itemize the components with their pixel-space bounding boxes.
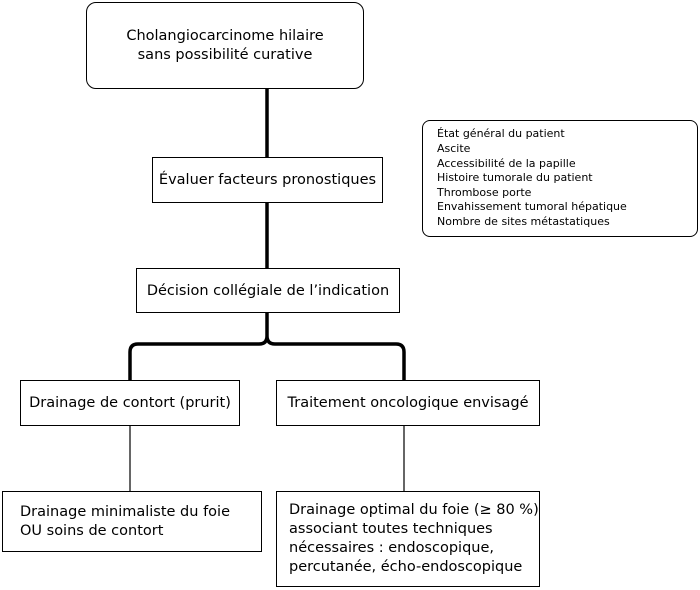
minimal-drainage-box: Drainage minimaliste du foie OU soins de… bbox=[2, 491, 262, 552]
title-line-2: sans possibilité curative bbox=[137, 46, 313, 63]
factor-item: Envahissement tumoral hépatique bbox=[437, 200, 627, 214]
factor-item: Thrombose porte bbox=[437, 185, 532, 199]
factor-item: Nombre de sites métastatiques bbox=[437, 214, 610, 228]
decision-label: Décision collégiale de l’indication bbox=[146, 282, 390, 299]
optimal-drainage-box: Drainage optimal du foie (≥ 80 %) associ… bbox=[276, 491, 540, 587]
optimal-drainage-line-4: percutanée, écho-endoscopique bbox=[289, 559, 523, 575]
comfort-drainage-box: Drainage de contort (prurit) bbox=[20, 380, 240, 426]
oncology-treatment-box: Traitement oncologique envisagé bbox=[276, 380, 540, 426]
optimal-drainage-line-2: associant toutes techniques bbox=[289, 521, 493, 537]
oncology-treatment-label: Traitement oncologique envisagé bbox=[287, 395, 529, 411]
title-line-1: Cholangiocarcinome hilaire bbox=[126, 27, 324, 44]
minimal-drainage-line-1: Drainage minimaliste du foie bbox=[20, 503, 230, 520]
factor-item: Ascite bbox=[437, 142, 471, 156]
evaluate-prognostic-box: Évaluer facteurs pronostiques bbox=[152, 157, 383, 203]
optimal-drainage-line-1: Drainage optimal du foie (≥ 80 %) bbox=[289, 502, 539, 518]
evaluate-label: Évaluer facteurs pronostiques bbox=[158, 172, 377, 188]
title-box: Cholangiocarcinome hilaire sans possibil… bbox=[86, 2, 364, 89]
collegial-decision-box: Décision collégiale de l’indication bbox=[136, 268, 400, 313]
connector-decision-branch bbox=[128, 313, 406, 380]
optimal-drainage-line-3: nécessaires : endoscopique, bbox=[289, 540, 494, 556]
prognostic-factors-box: État général du patient Ascite Accessibi… bbox=[422, 120, 698, 237]
factor-item: Accessibilité de la papille bbox=[437, 156, 576, 170]
factor-item: État général du patient bbox=[437, 127, 565, 141]
comfort-drainage-label: Drainage de contort (prurit) bbox=[29, 395, 231, 411]
factor-item: Histoire tumorale du patient bbox=[437, 171, 593, 185]
minimal-drainage-line-2: OU soins de contort bbox=[20, 522, 164, 539]
